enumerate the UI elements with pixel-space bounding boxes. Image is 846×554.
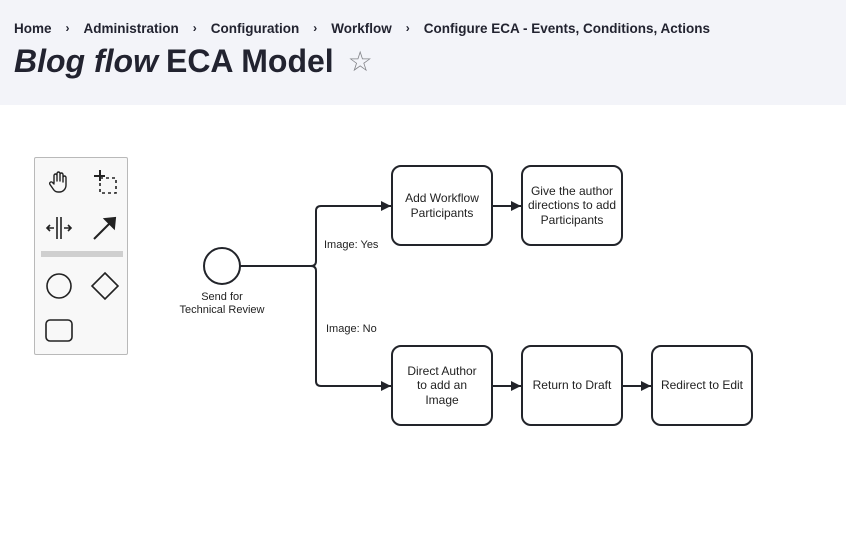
start-event-icon[interactable] bbox=[39, 266, 79, 306]
page-title: Blog flow ECA Model ☆ bbox=[14, 40, 373, 82]
page-title-emphasis: Blog flow bbox=[14, 42, 158, 79]
breadcrumb-configuration[interactable]: Configuration bbox=[210, 20, 300, 36]
breadcrumb-separator: › bbox=[192, 21, 197, 35]
breadcrumb: Home › Administration › Configuration › … bbox=[14, 19, 710, 37]
start-event-label-line: Send for bbox=[201, 291, 243, 303]
breadcrumb-workflow[interactable]: Workflow bbox=[331, 20, 392, 36]
sequence-flow-image-no[interactable] bbox=[310, 265, 391, 391]
breadcrumb-separator: › bbox=[405, 21, 410, 35]
sequence-flow-image-yes[interactable] bbox=[310, 201, 391, 267]
start-event-label: Send for Technical Review bbox=[167, 291, 277, 317]
flow-label-image-no: Image: No bbox=[326, 323, 377, 335]
page-header: Home › Administration › Configuration › … bbox=[0, 0, 846, 105]
breadcrumb-separator: › bbox=[313, 21, 318, 35]
page-title-rest: ECA Model bbox=[165, 42, 334, 79]
flow-label-image-yes: Image: Yes bbox=[324, 239, 379, 251]
breadcrumb-configure-eca[interactable]: Configure ECA - Events, Conditions, Acti… bbox=[423, 20, 711, 36]
palette-divider bbox=[41, 251, 123, 257]
task-redirect-to-edit[interactable] bbox=[651, 345, 753, 426]
task-give-author-directions[interactable] bbox=[521, 165, 623, 246]
breadcrumb-separator: › bbox=[65, 21, 70, 35]
connect-tool-icon[interactable] bbox=[85, 208, 125, 248]
task-add-workflow-participants[interactable] bbox=[391, 165, 493, 246]
breadcrumb-home[interactable]: Home bbox=[14, 20, 52, 36]
hand-tool-icon[interactable] bbox=[39, 162, 79, 202]
tool-palette bbox=[34, 157, 128, 355]
start-event-label-line: Technical Review bbox=[179, 304, 265, 316]
start-event[interactable] bbox=[203, 247, 241, 285]
favorite-star-icon[interactable]: ☆ bbox=[347, 45, 373, 77]
lasso-tool-icon[interactable] bbox=[85, 162, 125, 202]
gateway-icon[interactable] bbox=[85, 266, 125, 306]
space-tool-icon[interactable] bbox=[39, 208, 79, 248]
breadcrumb-administration[interactable]: Administration bbox=[83, 20, 179, 36]
task-return-to-draft[interactable] bbox=[521, 345, 623, 426]
task-direct-author[interactable] bbox=[391, 345, 493, 426]
task-icon[interactable] bbox=[39, 311, 79, 351]
